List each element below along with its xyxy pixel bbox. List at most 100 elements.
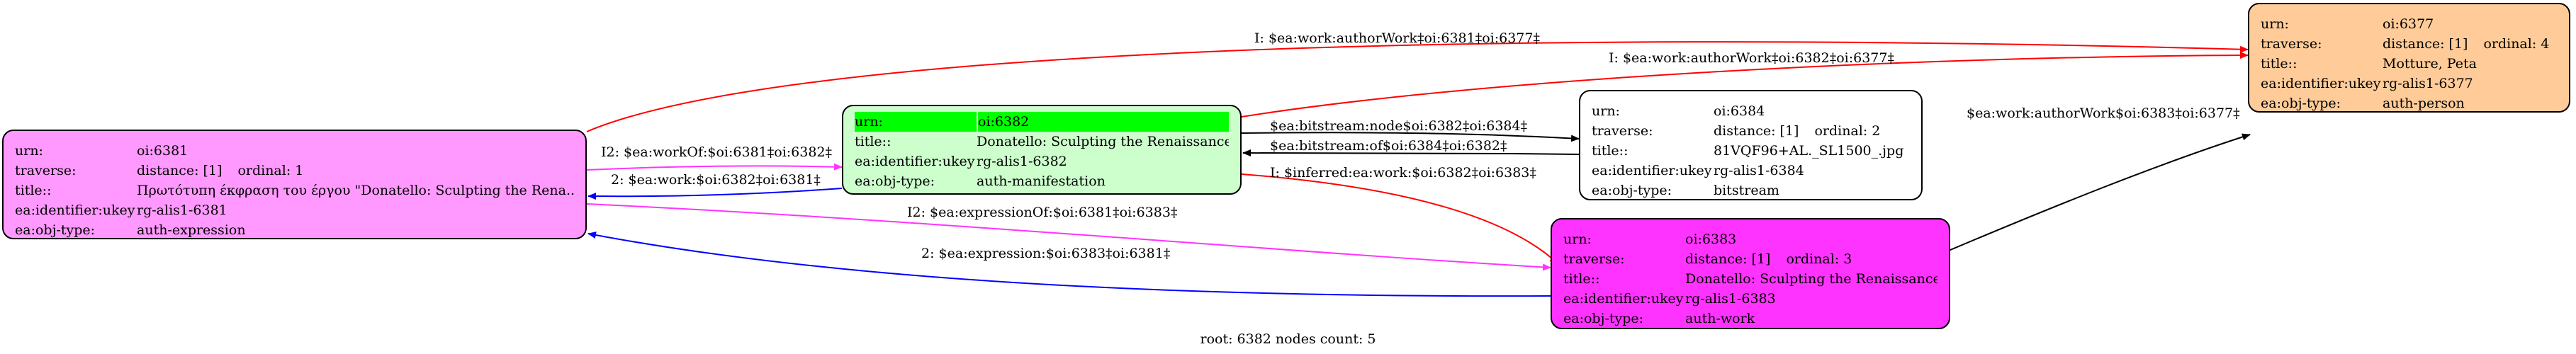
node-row-title: title::Donatello: Sculpting the Renaissa… (855, 132, 1229, 152)
field-value: oi:6377 (2383, 16, 2434, 32)
edge-authorwork-6381-6377 (586, 41, 2249, 132)
node-row-urn: urn: oi:6383 (1563, 229, 1937, 249)
edge-label-inferred-work-6382-6383: I: $inferred:ea:work:$oi:6382‡oi:6383‡ (1270, 165, 1536, 181)
edge-work-6382-6381 (587, 188, 843, 200)
edge-label-bitstream-node-6382-6384: $ea:bitstream:node$oi:6382‡oi:6384‡ (1270, 118, 1527, 134)
field-key: urn: (2261, 16, 2289, 32)
field-key: title:: (2261, 56, 2297, 72)
field-value: rg-alis1-6383 (1685, 291, 1776, 307)
edge-label-expression-6383-6381: 2: $ea:expression:$oi:6383‡oi:6381‡ (921, 246, 1170, 261)
node-row-obj-type: ea:obj-type: auth-work (1563, 309, 1937, 329)
edge-expressionof-6381-6383 (586, 203, 1551, 271)
edge-label-authorwork-6382-6377: I: $ea:work:authorWork‡oi:6382‡oi:6377‡ (1609, 50, 1894, 66)
field-value: rg-alis1-6384 (1714, 163, 1804, 178)
ordinal-value: ordinal: 1 (237, 163, 304, 178)
edge-label-work-6382-6381: 2: $ea:work:$oi:6382‡oi:6381‡ (611, 172, 821, 188)
edge-authorwork-6382-6377 (1241, 52, 2249, 118)
node-row-traverse: traverse: distance: [1] ordinal: 2 (1592, 121, 1910, 141)
field-value: rg-alis1-6381 (137, 202, 227, 218)
ordinal-value: ordinal: 4 (2483, 36, 2550, 52)
field-value: auth-person (2383, 96, 2465, 111)
node-row-title: title::Motture, Peta (2261, 54, 2558, 74)
field-key: ea:obj-type: (1592, 183, 1672, 198)
node-row-urn: urn: oi:6384 (1592, 101, 1910, 121)
field-key: title:: (15, 183, 52, 198)
field-value: Donatello: Sculpting the Renaissance (1685, 271, 1937, 287)
node-row-obj-type: ea:obj-type:bitstream (1592, 181, 1910, 200)
field-key: ea:obj-type: (1563, 311, 1644, 326)
distance-value: distance: [1] (1714, 123, 1799, 139)
node-oi-6383[interactable]: urn: oi:6383 traverse: distance: [1] ordina… (1551, 218, 1950, 329)
field-value: 81VQF96+AL._SL1500_.jpg (1714, 143, 1904, 159)
node-row-title: title::Πρωτότυπη έκφραση του έργου "Dona… (15, 181, 574, 200)
node-row-urn: urn: oi:6377 (2261, 14, 2558, 34)
edge-bitstream-node-6382-6384 (1241, 132, 1580, 142)
field-value: auth-manifestation (977, 173, 1106, 189)
node-oi-6384[interactable]: urn: oi:6384 traverse: distance: [1] ordina… (1579, 90, 1923, 200)
field-key: urn: (1563, 232, 1592, 247)
node-row-title: title::81VQF96+AL._SL1500_.jpg (1592, 141, 1910, 161)
node-row-traverse: traverse:distance: [1]ordinal: 4 (2261, 34, 2558, 54)
node-row-title: title::Donatello: Sculpting the Renaissa… (1563, 269, 1937, 289)
distance-value: distance: [1] (2383, 36, 2468, 52)
field-value: oi:6382 (978, 112, 1229, 132)
node-oi-6377[interactable]: urn:oi:6377 traverse:distance: [1]ordina… (2248, 3, 2570, 113)
field-key: ea:obj-type: (15, 222, 96, 238)
field-value: Πρωτότυπη έκφραση του έργου "Donatello: … (137, 183, 574, 198)
field-key: urn: (1592, 103, 1620, 119)
field-value: oi:6381 (137, 143, 189, 159)
edge-authorwork-6383-6377 (1921, 133, 2251, 263)
edge-label-authorwork-6381-6377: I: $ea:work:authorWork‡oi:6381‡oi:6377‡ (1254, 30, 1540, 46)
node-oi-6382-root[interactable]: urn:oi:6382 title::Donatello: Sculpting … (842, 105, 1242, 195)
edge-label-authorwork-6383-6377: $ea:work:authorWork$oi:6383‡oi:6377‡ (1967, 105, 2240, 121)
field-key: title:: (1563, 271, 1600, 287)
field-key: traverse: (15, 163, 77, 178)
field-value: distance: [1]ordinal: 1 (137, 161, 574, 181)
field-value: Motture, Peta (2383, 56, 2477, 72)
edge-label-workof-6381-6382: I2: $ea:workOf:$oi:6381‡oi:6382‡ (601, 144, 832, 160)
field-key: ea:identifier:ukey (15, 202, 135, 218)
field-value: oi:6383 (1685, 232, 1737, 247)
edge-bitstream-of-6384-6382 (1242, 149, 1580, 157)
node-row-obj-type: ea:obj-type: auth-manifestation (855, 171, 1229, 191)
field-value: auth-work (1685, 311, 1755, 326)
field-key: title:: (855, 134, 892, 149)
edge-workof-6381-6382 (586, 163, 843, 171)
field-key: urn: (15, 143, 43, 159)
field-key: traverse: (1592, 123, 1653, 139)
edge-inferred-work-6382-6383 (1241, 173, 1558, 264)
field-key: ea:identifier:ukey (2261, 76, 2381, 91)
ordinal-value: ordinal: 3 (1786, 251, 1852, 267)
node-row-obj-type: ea:obj-type: auth-person (2261, 93, 2558, 113)
edge-expression-6383-6381 (587, 232, 1551, 297)
distance-value: distance: [1] (1685, 251, 1771, 267)
field-value: distance: [1] ordinal: 2 (1714, 121, 1910, 141)
field-value: rg-alis1-6377 (2383, 76, 2473, 91)
node-row-traverse: traverse: distance: [1]ordinal: 1 (15, 161, 574, 181)
field-key: ea:identifier:ukey (1563, 291, 1684, 307)
field-key: title:: (1592, 143, 1629, 159)
edge-label-expressionof-6381-6383: I2: $ea:expressionOf:$oi:6381‡oi:6383‡ (907, 205, 1177, 220)
ordinal-value: ordinal: 2 (1814, 123, 1881, 139)
field-key: traverse: (1563, 251, 1625, 267)
field-value: rg-alis1-6382 (977, 154, 1067, 169)
field-value: Donatello: Sculpting the Renaissance (977, 134, 1229, 149)
field-key: urn: (855, 112, 977, 132)
field-value: distance: [1] ordinal: 3 (1685, 249, 1937, 269)
field-key: ea:obj-type: (2261, 96, 2341, 111)
node-oi-6381[interactable]: urn: oi:6381 traverse: distance: [1]ordina… (2, 130, 587, 239)
node-row-obj-type: ea:obj-type: auth-expression (15, 220, 574, 240)
field-key: ea:obj-type: (855, 173, 935, 189)
field-value: auth-expression (137, 222, 246, 238)
field-value: oi:6384 (1714, 103, 1765, 119)
field-key: ea:identifier:ukey (1592, 163, 1712, 178)
field-value: distance: [1] ordinal: 4 (2383, 34, 2558, 54)
graph-footer: root: 6382 nodes count: 5 (1200, 331, 1376, 347)
node-row-traverse: traverse: distance: [1] ordinal: 3 (1563, 249, 1937, 269)
